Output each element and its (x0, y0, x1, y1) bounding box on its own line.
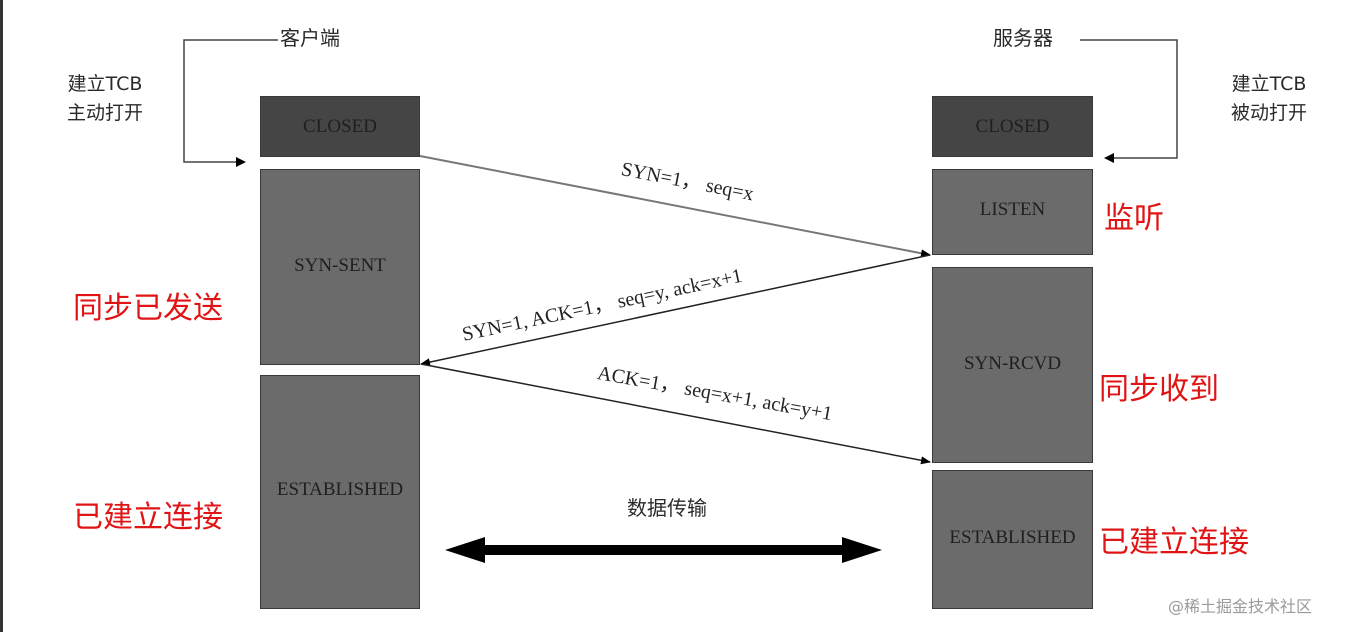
frame-border (0, 0, 3, 632)
server-open-bracket (1080, 39, 1178, 159)
client-open-bracket (183, 39, 278, 163)
watermark: @稀土掘金技术社区 (1168, 597, 1313, 616)
server-state-established-label: ESTABLISHED (949, 526, 1076, 548)
server-annotation-established: 已建立连接 (1099, 525, 1249, 560)
server-open-arrowhead-icon (1104, 153, 1114, 163)
server-state-closed: CLOSED (932, 96, 1093, 157)
message-arrow-ack (420, 363, 931, 465)
server-state-syn-rcvd: SYN-RCVD (932, 267, 1093, 463)
client-annotation-established: 已建立连接 (73, 500, 223, 535)
client-state-closed-label: CLOSED (303, 115, 377, 137)
server-state-listen: LISTEN (932, 169, 1093, 255)
server-tcb-line2: 被动打开 (1230, 102, 1307, 124)
server-annotation-syn-rcvd: 同步收到 (1099, 372, 1219, 407)
message-arrow-syn (419, 155, 931, 258)
client-tcb-line1: 建立TCB (67, 73, 143, 95)
server-state-closed-label: CLOSED (975, 115, 1050, 137)
client-title: 客户端 (280, 26, 340, 50)
message-arrow-syn-ack (420, 254, 931, 367)
server-state-established: ESTABLISHED (932, 470, 1093, 609)
server-tcb-label: 建立TCB 被动打开 (1214, 70, 1324, 128)
client-annotation-syn-sent: 同步已发送 (73, 291, 223, 326)
server-state-listen-label: LISTEN (979, 199, 1046, 220)
data-transfer-double-arrow-icon (445, 537, 882, 563)
server-state-syn-rcvd-label: SYN-RCVD (963, 353, 1062, 374)
client-state-syn-sent: SYN-SENT (260, 169, 420, 365)
server-title: 服务器 (993, 26, 1053, 50)
server-annotation-listen: 监听 (1104, 201, 1164, 236)
client-open-arrowhead-icon (236, 157, 246, 167)
client-tcb-label: 建立TCB 主动打开 (50, 70, 160, 128)
client-state-closed: CLOSED (260, 96, 420, 157)
client-state-established: ESTABLISHED (260, 375, 420, 609)
server-tcb-line1: 建立TCB (1231, 73, 1307, 95)
client-state-established-label: ESTABLISHED (276, 479, 404, 500)
client-tcb-line2: 主动打开 (66, 102, 143, 124)
data-transfer-label: 数据传输 (627, 496, 707, 520)
client-state-syn-sent-label: SYN-SENT (294, 255, 386, 276)
